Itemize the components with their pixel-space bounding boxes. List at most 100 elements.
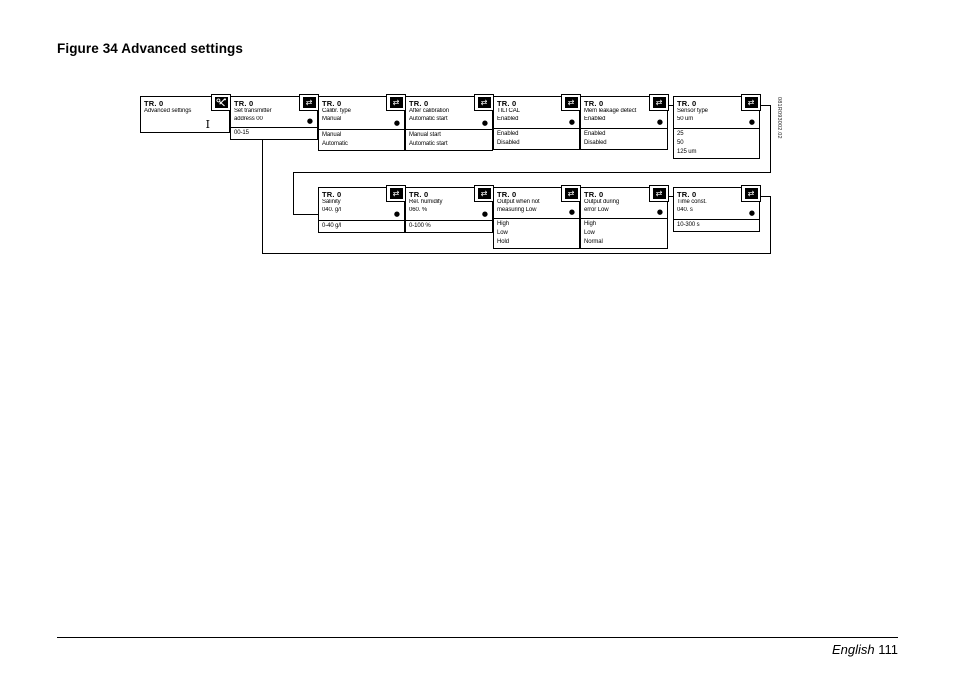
bullet-indicator: ● [568, 208, 575, 216]
menu-box-option: 10-300 s [677, 222, 700, 228]
nav-arrows-icon: ⇄ [649, 94, 669, 111]
nav-arrows-icon-glyph: ⇄ [477, 97, 491, 108]
menu-box-title: TR. 0 [144, 99, 164, 108]
menu-box-text: Enabled [497, 115, 519, 122]
footer-language-label: English [831, 642, 875, 657]
menu-box-text: TILTCAL [497, 108, 520, 114]
tools-icon [211, 94, 231, 111]
menu-box-option: Manual [322, 132, 342, 138]
menu-box-text: error Low [584, 206, 609, 213]
nav-arrows-icon-glyph: ⇄ [744, 97, 758, 108]
bullet-indicator: ● [656, 208, 663, 216]
connector-line [293, 172, 771, 173]
connector-line [262, 253, 771, 254]
menu-box-title: TR. 0 [497, 99, 517, 108]
nav-arrows-icon: ⇄ [561, 94, 581, 111]
menu-box-text: Rel. humidity [409, 199, 443, 205]
menu-box-option: 50 [677, 140, 684, 146]
bullet-indicator: ● [481, 210, 488, 218]
menu-box-text: Advanced settings [144, 108, 192, 114]
menu-box-text: Mem leakage detect [584, 108, 637, 114]
menu-box-option: 0-40 g/l [322, 223, 342, 229]
bullet-indicator: ● [656, 118, 663, 126]
menu-box-title: TR. 0 [409, 190, 429, 199]
menu-box-option-list: 00-15 [231, 127, 317, 139]
bullet-indicator: ● [306, 117, 313, 125]
menu-box-option: Low [497, 230, 508, 236]
nav-arrows-icon: ⇄ [299, 94, 319, 111]
text-cursor-icon: I [205, 118, 210, 131]
menu-box-option: 125 um [677, 149, 697, 155]
bullet-indicator: ● [393, 210, 400, 218]
nav-arrows-icon-glyph: ⇄ [389, 97, 403, 108]
menu-box-option: 0-100 % [409, 223, 431, 229]
menu-box-option: 25 [677, 131, 684, 137]
menu-box-text: Sensor type [677, 108, 708, 114]
menu-box-option: High [497, 221, 509, 227]
connector-line [770, 196, 771, 254]
drawing-number: 081R093002.02 [776, 97, 782, 139]
connector-line [770, 105, 771, 173]
nav-arrows-icon-glyph: ⇄ [477, 188, 491, 199]
menu-box-option-list: 10-300 s [674, 219, 759, 231]
tools-icon-glyph [214, 97, 228, 108]
figure-title: Figure 34 Advanced settings [57, 41, 243, 56]
menu-box-text: Manual [322, 115, 342, 122]
menu-box-option-list: 0-40 g/l [319, 220, 404, 232]
menu-box-title: TR. 0 [322, 190, 342, 199]
menu-box-text: address 00 [234, 115, 263, 122]
menu-box-option: Disabled [584, 140, 607, 146]
menu-box-title: TR. 0 [584, 99, 604, 108]
menu-box-text: 060. % [409, 206, 428, 213]
menu-box-text: 50 um [677, 115, 694, 122]
menu-box-text: Automatic start [409, 115, 448, 122]
bullet-indicator: ● [748, 118, 755, 126]
menu-box-text: Salinity [322, 199, 341, 205]
menu-box-title: TR. 0 [497, 190, 517, 199]
nav-arrows-icon: ⇄ [561, 185, 581, 202]
menu-box-text: Output when not [497, 199, 540, 205]
nav-arrows-icon-glyph: ⇄ [302, 97, 316, 108]
menu-box-text: 040. s [677, 206, 693, 213]
nav-arrows-icon-glyph: ⇄ [744, 188, 758, 199]
menu-box-option-list: 25 50 125 um [674, 128, 759, 158]
menu-box-title: TR. 0 [677, 190, 697, 199]
nav-arrows-icon: ⇄ [386, 185, 406, 202]
menu-box-title: TR. 0 [322, 99, 342, 108]
nav-arrows-icon: ⇄ [474, 185, 494, 202]
connector-line [293, 214, 319, 215]
menu-box-option: Normal [584, 239, 603, 245]
menu-box-text: Output during [584, 199, 620, 205]
menu-box-text: After calibration [409, 108, 449, 114]
menu-box-option: Automatic [322, 141, 348, 147]
menu-box-text: Time const. [677, 199, 707, 205]
menu-box-option: Low [584, 230, 595, 236]
menu-box-option-list: 0-100 % [406, 220, 492, 232]
menu-box-text: 040. g/l [322, 206, 341, 213]
menu-box-option: Hold [497, 239, 509, 245]
menu-box-title: TR. 0 [409, 99, 429, 108]
nav-arrows-icon-glyph: ⇄ [564, 97, 578, 108]
menu-box-text: Set transmitter [234, 108, 272, 114]
